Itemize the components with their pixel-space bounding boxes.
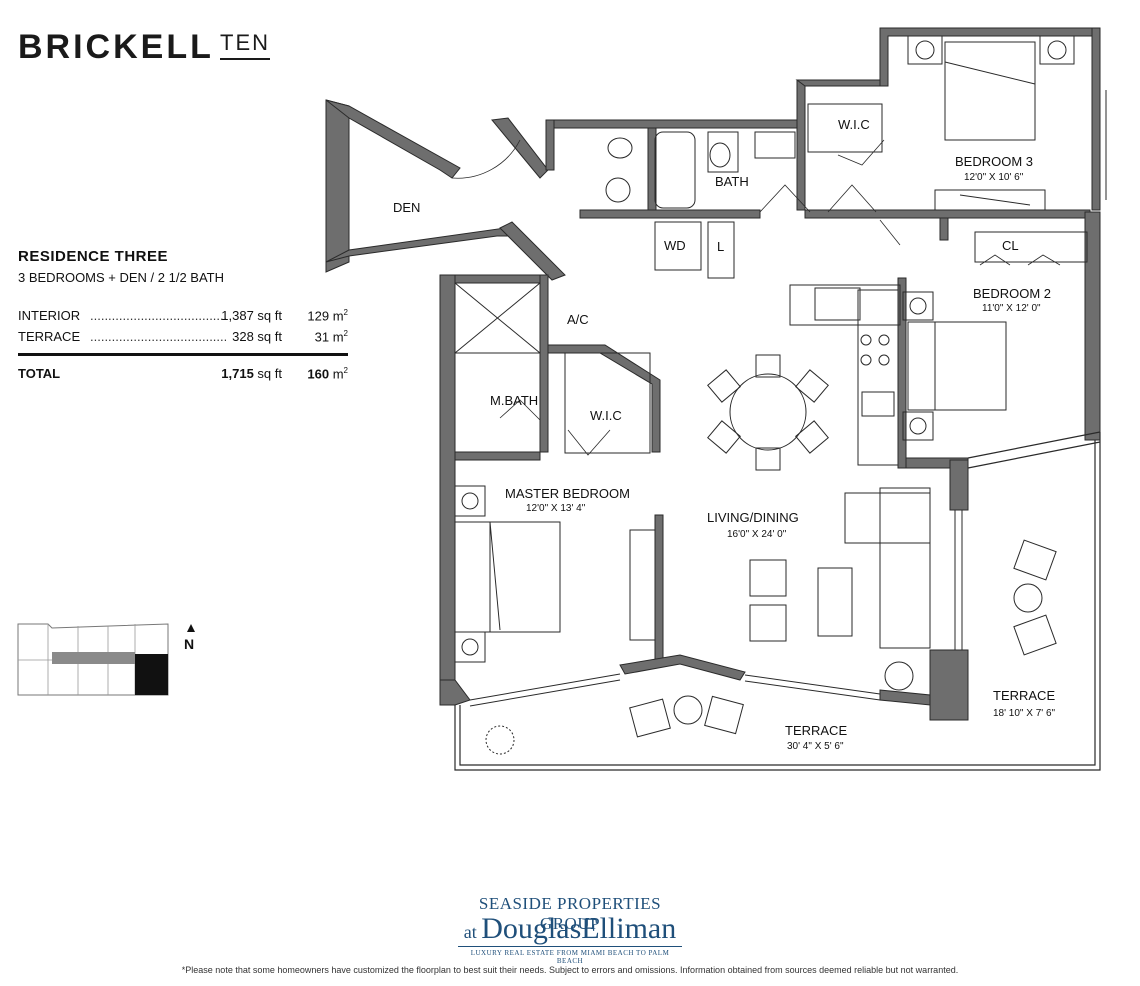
- area-label: INTERIOR: [18, 308, 81, 323]
- wall-corner-sw: [439, 679, 471, 706]
- area-row-interior: INTERIOR ...............................…: [18, 308, 348, 328]
- wall-bath-east: [796, 79, 806, 211]
- exterior-walls: [325, 27, 1101, 721]
- wall-br3-north: [879, 27, 1101, 87]
- residence-subtitle: 3 BEDROOMS + DEN / 2 1/2 BATH: [18, 270, 225, 285]
- area-leader-dots: ........................................…: [90, 329, 226, 344]
- area-m2: 31 m2: [314, 329, 348, 345]
- total-label: TOTAL: [18, 366, 61, 381]
- room-label-living: LIVING/DINING: [707, 510, 799, 525]
- room-dim-bedroom3: 12'0" X 10' 6": [964, 172, 1024, 183]
- brand-logo: BRICKELL: [18, 28, 214, 66]
- windows: [469, 90, 1107, 707]
- wall-den-west: [325, 99, 350, 273]
- room-label-bath: BATH: [715, 174, 749, 189]
- wall-terrace-door: [949, 459, 969, 511]
- wall-bottom-east: [879, 689, 931, 706]
- furniture: [454, 35, 1075, 755]
- wall-bath-west: [545, 119, 555, 171]
- logo-tagline: LUXURY REAL ESTATE FROM MIAMI BEACH TO P…: [470, 949, 670, 965]
- area-label: TERRACE: [18, 329, 81, 344]
- north-label: N: [184, 636, 195, 652]
- logo-group-name: SEASIDE PROPERTIES GROUP: [478, 894, 662, 933]
- room-label-master: MASTER BEDROOM: [505, 486, 630, 501]
- wall-den-east-upper: [491, 117, 549, 179]
- room-dim-terrace-bottom: 30' 4" X 5' 6": [787, 741, 844, 752]
- area-sqft: 1,387 sq ft: [221, 308, 282, 323]
- wall-bottom-mid: [619, 654, 746, 681]
- wall-terrace-corner: [929, 649, 969, 721]
- bed-br2: [907, 321, 1007, 411]
- room-label-bedroom2: BEDROOM 2: [973, 286, 1051, 301]
- wall-master-west: [439, 274, 456, 701]
- wall-master-north: [454, 451, 541, 461]
- dining-table: [729, 373, 807, 451]
- key-plan-corridor: [52, 652, 135, 664]
- area-sqft: 328 sq ft: [232, 329, 282, 344]
- room-dim-master: 12'0" X 13' 4": [526, 503, 586, 514]
- logo-divider: [458, 946, 682, 947]
- total-sqft: 1,715 sq ft: [221, 366, 282, 381]
- total-m2: 160 m2: [307, 366, 348, 382]
- wall-den-south: [325, 227, 509, 263]
- room-label-bedroom3: BEDROOM 3: [955, 154, 1033, 169]
- room-label-den: DEN: [393, 200, 420, 215]
- area-row-terrace: TERRACE ................................…: [18, 329, 348, 349]
- area-m2: 129 m2: [307, 308, 348, 324]
- room-dim-bedroom2: 11'0" X 12' 0": [982, 303, 1041, 314]
- wall-master-living: [654, 514, 664, 661]
- room-label-wic-master: W.I.C: [590, 408, 622, 423]
- wall-bath-south: [579, 209, 761, 219]
- wall-br3-east: [1091, 27, 1101, 211]
- logo-brokerage: at DouglasElliman: [463, 912, 677, 945]
- wall-den-east-lower: [499, 221, 566, 281]
- room-dim-living: 16'0" X 24' 0": [727, 529, 787, 540]
- residence-title: RESIDENCE THREE: [18, 248, 169, 265]
- room-dim-terrace-right: 18' 10" X 7' 6": [993, 708, 1056, 719]
- wall-mbath-north: [454, 274, 546, 284]
- wall-cl-left: [939, 217, 949, 241]
- wall-mbath-east: [539, 274, 549, 453]
- area-row-total: TOTAL 1,715 sq ft 160 m2: [18, 366, 348, 386]
- door-swings: [451, 139, 1061, 456]
- terrace-outline: [454, 431, 1101, 771]
- north-arrow-icon: [187, 624, 195, 632]
- room-label-mbath: M.BATH: [490, 393, 538, 408]
- disclaimer: *Please note that some homeowners have c…: [181, 965, 959, 975]
- room-label-terrace-right: TERRACE: [993, 688, 1055, 703]
- key-plan-unit-highlight: [135, 654, 168, 695]
- room-label-wic-top: W.I.C: [838, 117, 870, 132]
- brand-logo-suffix: TEN: [220, 30, 270, 60]
- area-leader-dots: ........................................…: [90, 308, 226, 323]
- key-plan: [17, 623, 195, 696]
- bed-master: [454, 521, 561, 633]
- wall-br3-south: [804, 209, 1091, 219]
- room-label-l: L: [717, 239, 724, 254]
- total-divider: [18, 353, 348, 356]
- room-label-ac: A/C: [567, 312, 589, 327]
- interior-partitions: [454, 103, 1088, 454]
- wall-bath-north: [545, 119, 806, 129]
- room-label-wd: WD: [664, 238, 686, 253]
- wall-br3-step: [795, 79, 883, 87]
- room-label-cl: CL: [1002, 238, 1019, 253]
- room-label-terrace-bottom: TERRACE: [785, 723, 847, 738]
- bed-br3: [944, 41, 1036, 141]
